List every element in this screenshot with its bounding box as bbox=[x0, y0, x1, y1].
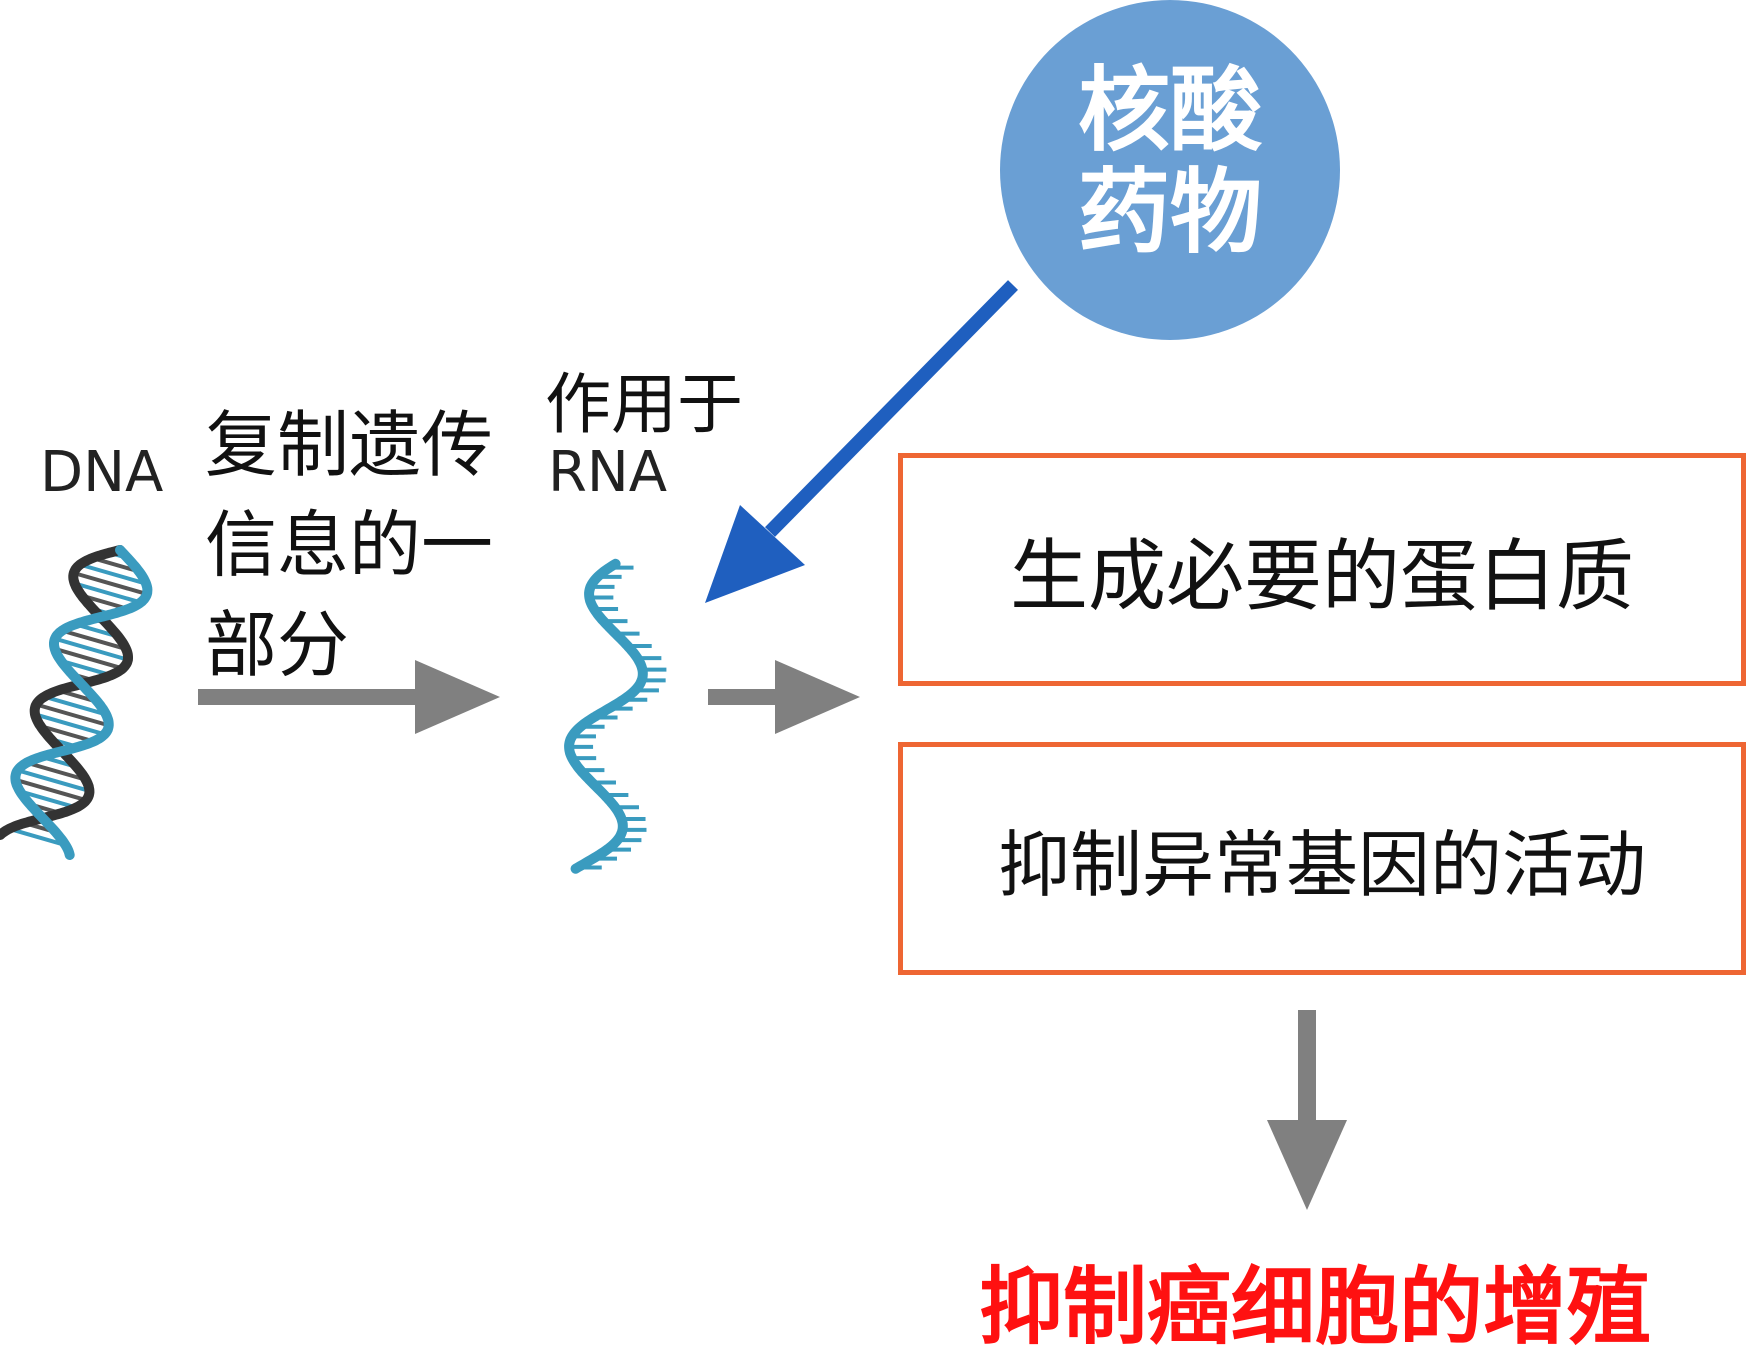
nucleic-acid-drug-circle bbox=[1000, 0, 1340, 340]
dna-base-pair bbox=[60, 658, 112, 678]
dna-base-pair bbox=[61, 628, 127, 651]
protein-generation-text: 生成必要的蛋白质 bbox=[1009, 531, 1634, 622]
dna-base-pair bbox=[34, 712, 106, 737]
dna-strand-teal bbox=[10, 545, 153, 860]
abnormal-gene-box: 抑制异常基因的活动 bbox=[898, 742, 1746, 975]
acts-on-label: 作用于 bbox=[545, 366, 743, 443]
dna-base-pair bbox=[74, 581, 142, 605]
arrow-down-to-result bbox=[1267, 1010, 1347, 1210]
dna-base-pair bbox=[79, 562, 147, 586]
rna-strand-icon bbox=[564, 558, 667, 874]
dna-label: DNA bbox=[40, 440, 164, 505]
dna-base-pair bbox=[54, 636, 129, 662]
dna-base-pair bbox=[35, 702, 110, 728]
dna-base-pair bbox=[43, 694, 107, 717]
dna-base-pair bbox=[73, 571, 148, 596]
dna-base-pair bbox=[39, 724, 95, 744]
result-text: 抑制癌细胞的增殖 bbox=[978, 1258, 1651, 1347]
drug-label: 核酸药物 bbox=[1077, 57, 1262, 266]
rna-backbone bbox=[564, 558, 648, 874]
arrow-rna-to-protein bbox=[708, 660, 860, 734]
arrow-dna-to-rna bbox=[198, 660, 500, 734]
dna-helix-icon bbox=[0, 545, 153, 860]
abnormal-gene-text: 抑制异常基因的活动 bbox=[997, 823, 1646, 907]
dna-strand-dark bbox=[0, 545, 133, 840]
dna-base-pair bbox=[8, 826, 67, 847]
dna-base-pair bbox=[26, 760, 87, 782]
protein-generation-box: 生成必要的蛋白质 bbox=[898, 453, 1746, 686]
arrow-drug-to-rna bbox=[705, 280, 1018, 603]
dna-base-pair bbox=[54, 646, 124, 671]
replicate-label: 复制遗传信息的一部分 bbox=[205, 403, 494, 687]
rna-label: RNA bbox=[548, 440, 668, 505]
dna-base-pair bbox=[19, 789, 77, 810]
dna-base-pair bbox=[17, 768, 90, 793]
dna-base-pair bbox=[14, 777, 87, 803]
